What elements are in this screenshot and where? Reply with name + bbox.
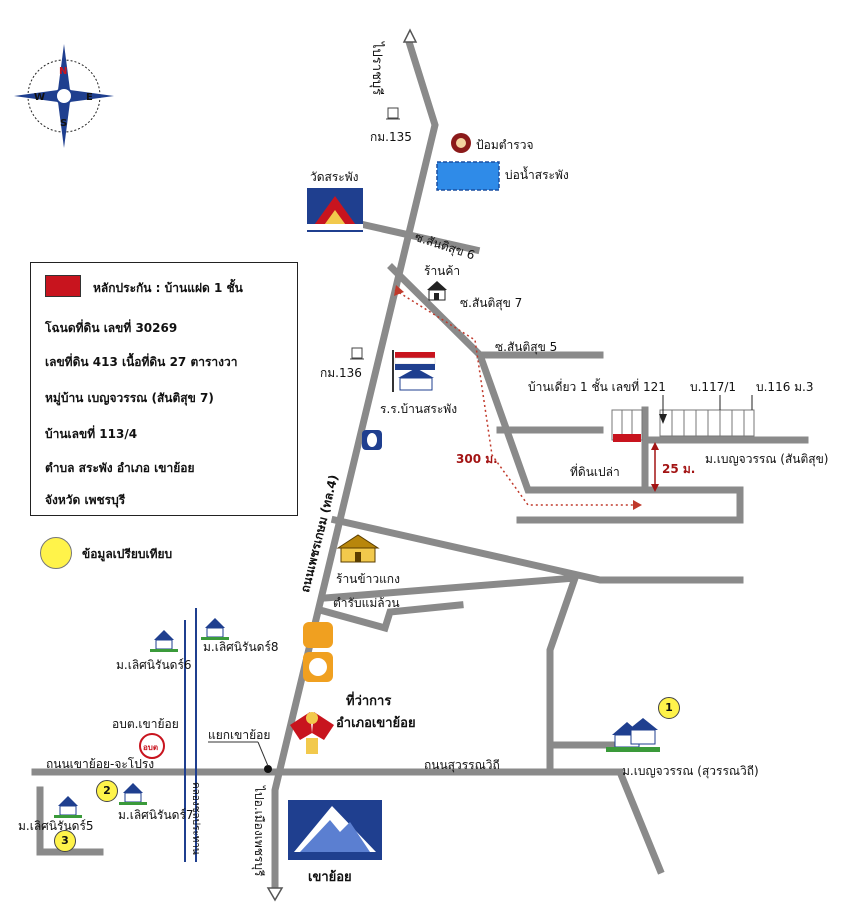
marker-1[interactable]: 1 — [658, 697, 680, 719]
label-district-office-1: ที่ว่าการ — [346, 694, 392, 709]
soi-santisuk7-road — [387, 263, 744, 524]
label-temple: วัดสระพัง — [310, 170, 359, 184]
village-house-icon-7 — [119, 783, 147, 805]
shop-icon — [427, 281, 447, 301]
highway-road — [271, 40, 439, 894]
legend-land: เลขที่ดิน 413 เนื้อที่ดิน 27 ตารางวา — [45, 355, 238, 369]
label-khao-yoi: เขาย้อย — [308, 870, 352, 885]
arrow-25m-up — [651, 442, 659, 450]
junction-leader-d — [257, 741, 269, 767]
label-road-suwanwithi: ถนนสุวรรณวิถี — [424, 758, 500, 772]
district-logo-icon — [303, 622, 333, 682]
single-house-pointer — [659, 414, 667, 424]
temple-icon — [307, 188, 363, 232]
arrow-25m-down — [651, 484, 659, 492]
label-vacant-land: ที่ดินเปล่า — [570, 465, 620, 479]
garuda-emblem-icon — [290, 712, 334, 754]
distance-path — [394, 289, 640, 506]
water-utility-icon — [362, 430, 382, 450]
label-house-116: บ.116 ม.3 — [756, 380, 814, 394]
village-house-icon-benjawan — [606, 718, 660, 752]
junction-dot — [264, 765, 272, 773]
rice-shop-icon — [336, 534, 380, 563]
label-km135: กม.135 — [370, 130, 412, 144]
comparison-dot-icon — [40, 537, 72, 569]
label-police-box: ป้อมตำรวจ — [476, 138, 534, 152]
label-lertsirin8: ม.เลิศนิรันดร์8 — [203, 640, 279, 654]
label-to-phetchaburi: ไปอ.เมืองเพชรบุรี — [252, 786, 266, 877]
label-rice-shop: ร้านข้าวแกง — [336, 572, 400, 586]
collateral-swatch — [45, 275, 81, 297]
soi-santisuk6-road — [360, 220, 481, 255]
label-lertsirin5: ม.เลิศนิรันดร์5 — [18, 819, 94, 833]
label-junction: แยกเขาย้อย — [208, 728, 271, 742]
legend-district: ตำบล สระพัง อำเภอ เขาย้อย — [45, 461, 195, 475]
south-road-arrow — [266, 887, 284, 902]
label-25m: 25 ม. — [662, 462, 696, 476]
km135-post-icon — [386, 107, 400, 120]
legend-house-no: บ้านเลขที่ 113/4 — [45, 427, 138, 441]
pond-icon — [436, 161, 500, 191]
compass-south: S — [60, 118, 67, 129]
label-300m: 300 ม. — [456, 452, 498, 466]
police-box-icon — [451, 133, 471, 153]
road-network — [31, 40, 809, 894]
marker-2[interactable]: 2 — [96, 780, 118, 802]
label-road-khaoyoi: ถนนเขาย้อย-จะโปรง — [46, 757, 155, 771]
label-benjawan-suwan: ม.เบญจวรรณ (สุวรรณวิถี) — [622, 764, 759, 778]
compass-icon: N S W E — [14, 44, 114, 148]
label-benjawan-santisuk: ม.เบญจวรรณ (สันติสุข) — [705, 452, 829, 466]
north-road-arrow — [402, 28, 418, 43]
label-canal: คลองชลประทาน — [190, 782, 201, 855]
label-to-ratchaburi: ไปราชบุรี — [369, 42, 384, 96]
label-house-117: บ.117/1 — [690, 380, 737, 394]
comparison-label: ข้อมูลเปรียบเทียบ — [82, 547, 173, 561]
compass-north: N — [59, 66, 67, 77]
village-house-icon-8 — [201, 618, 229, 640]
label-single-house: บ้านเดี่ยว 1 ชั้น เลขที่ 121 — [528, 380, 666, 394]
east-road-lower — [315, 601, 464, 633]
compass-east: E — [86, 92, 93, 103]
cross-road — [31, 768, 665, 875]
label-district-office-2: อำเภอเขาย้อย — [336, 716, 416, 731]
distance-arrow-start — [394, 285, 404, 296]
house-block-right — [659, 409, 755, 437]
label-shop: ร้านค้า — [424, 264, 461, 278]
distance-arrow-end — [633, 500, 642, 510]
sao-logo-icon: อบต — [139, 733, 165, 759]
canal-lines — [184, 608, 197, 862]
legend-village: หมู่บ้าน เบญจวรรณ (สันติสุข 7) — [45, 391, 214, 405]
east-road-middle — [321, 574, 581, 774]
label-soi-santisuk5: ซ.สันติสุข 5 — [495, 340, 558, 354]
legend-province: จังหวัด เพชรบุรี — [45, 493, 126, 507]
marker-3[interactable]: 3 — [54, 830, 76, 852]
legend-deed: โฉนดที่ดิน เลขที่ 30269 — [45, 321, 178, 335]
label-sao: อบต.เขาย้อย — [112, 717, 179, 731]
label-soi-santisuk7: ซ.สันติสุข 7 — [460, 296, 523, 310]
label-km136: กม.136 — [320, 366, 362, 380]
sao-logo-text: อบต — [143, 743, 158, 752]
legend-collateral: หลักประกัน : บ้านแฝด 1 ชั้น — [93, 281, 243, 295]
mountain-icon — [288, 800, 382, 860]
legend-box: หลักประกัน : บ้านแฝด 1 ชั้น โฉนดที่ดิน เ… — [30, 262, 298, 516]
east-road-upper — [330, 515, 744, 584]
label-lertsirin6: ม.เลิศนิรันดร์6 — [116, 658, 192, 672]
school-icon — [392, 350, 436, 392]
label-lertsirin7: ม.เลิศนิรันดร์7 — [118, 808, 194, 822]
label-school: ร.ร.บ้านสระพัง — [380, 402, 458, 416]
village-house-icon-5 — [54, 796, 82, 818]
compass-west: W — [34, 92, 45, 103]
lertsirin5-road — [36, 786, 104, 856]
village-house-icon-6 — [150, 630, 178, 652]
label-restaurant: ตำรับแม่ล้วน — [333, 596, 400, 610]
collateral-property-marker — [613, 434, 641, 442]
km136-post-icon — [350, 347, 364, 360]
label-pond: บ่อน้ำสระพัง — [505, 168, 569, 182]
